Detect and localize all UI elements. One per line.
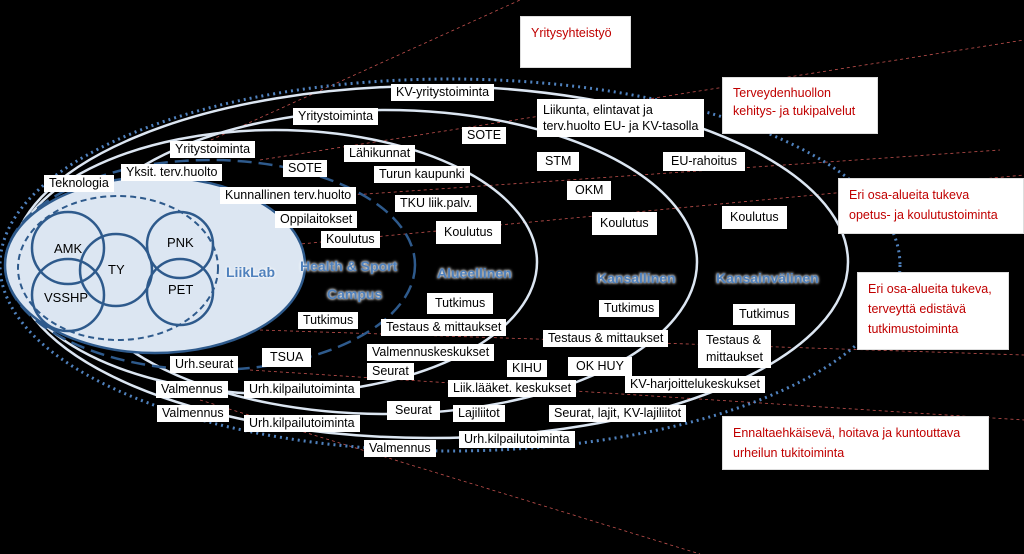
box-urh-kilp-2: Urh.kilpailutoiminta [244, 415, 360, 432]
box-yritystoiminta-2: Yritystoiminta [170, 141, 256, 158]
box-seurat-national: Seurat [387, 401, 440, 420]
label-campus-line2: Campus [327, 286, 383, 302]
box-ok-huy: OK HUY [568, 357, 632, 376]
box-testaus-regional: Testaus & mittaukset [381, 319, 507, 336]
box-kv-harjoittelu: KV-harjoittelukeskukset [625, 376, 765, 393]
guide-line [199, 0, 521, 146]
label-international: Kansainvälinen [716, 270, 819, 286]
box-lailiitot: Lajiliitot [453, 405, 505, 422]
callout-opetus-line2: opetus- ja koulutustoiminta [849, 208, 998, 222]
box-turun-kaupunki: Turun kaupunki [374, 166, 470, 183]
box-liikunta-line1: Liikunta, elintavat ja [543, 103, 653, 117]
box-tutkimus-national: Tutkimus [599, 300, 660, 317]
callout-tutkimus: Eri osa-alueita tukeva, terveyttä edistä… [857, 272, 1009, 350]
box-kunnallinen: Kunnallinen terv.huolto [220, 187, 357, 204]
box-valmennus-2: Valmennus [157, 405, 229, 422]
label-vsshp: VSSHP [44, 290, 89, 305]
label-regional: Alueellinen [437, 265, 512, 281]
box-sote-2: SOTE [283, 160, 328, 177]
circle-ty [78, 232, 154, 308]
circle-pet [145, 257, 215, 327]
callout-urheilu-line2: urheilun tukitoiminta [733, 446, 845, 460]
box-tku-liik: TKU liik.palv. [395, 195, 478, 212]
label-ty: TY [108, 262, 125, 277]
box-koulutus-regional: Koulutus [436, 221, 501, 244]
callout-tutkimus-line2: terveyttä edistävä [868, 302, 966, 316]
box-sote-1: SOTE [462, 127, 507, 144]
box-liikunta-line2: terv.huolto EU- ja KV-tasolla [543, 119, 699, 133]
box-testaus-international: Testaus & mittaukset [698, 330, 771, 368]
callout-tutkimus-line1: Eri osa-alueita tukeva, [868, 282, 992, 296]
label-pet: PET [168, 282, 194, 297]
label-national: Kansallinen [597, 270, 676, 286]
label-pnk: PNK [167, 235, 194, 250]
box-urh-kilp-1: Urh.kilpailutoiminta [244, 381, 360, 398]
label-amk: AMK [54, 241, 83, 256]
callout-urheilu-line1: Ennaltaehkäisevä, hoitava ja kuntouttava [733, 426, 961, 440]
circle-vsshp [30, 257, 106, 333]
callout-tutkimus-line3: tutkimustoiminta [868, 322, 959, 336]
label-campus-line1: Health & Sport [300, 258, 398, 274]
box-urh-kilp-3: Urh.kilpailutoiminta [459, 431, 575, 448]
box-urh-seurat: Urh.seurat [170, 356, 239, 373]
box-valmennuskeskukset: Valmennuskeskukset [367, 344, 495, 361]
box-tutkimus-international: Tutkimus [733, 304, 796, 325]
box-koulutus-campus: Koulutus [321, 231, 380, 248]
box-oppilaitokset: Oppilaitokset [275, 211, 358, 228]
box-tutkimus-campus: Tutkimus [298, 312, 359, 329]
box-liikunta: Liikunta, elintavat ja terv.huolto EU- j… [537, 99, 705, 137]
box-eu-rahoitus: EU-rahoitus [663, 152, 745, 171]
box-seurat-laji: Seurat, lajit, KV-lajiliitot [549, 405, 687, 422]
callout-urheilu: Ennaltaehkäisevä, hoitava ja kuntouttava… [722, 416, 989, 470]
callout-opetus: Eri osa-alueita tukeva opetus- ja koulut… [838, 178, 1024, 234]
callout-terveydenhuolto: Terveydenhuollon kehitys- ja tukipalvelu… [722, 77, 878, 134]
box-koulutus-international: Koulutus [722, 206, 787, 229]
box-kv-yritystoiminta: KV-yritystoiminta [391, 84, 495, 101]
box-testaus-international-line1: Testaus & [706, 333, 761, 347]
label-liiklab: LiikLab [226, 264, 276, 280]
box-tsua: TSUA [262, 348, 312, 367]
callout-terveydenhuolto-line1: Terveydenhuollon [733, 86, 831, 100]
box-koulutus-national: Koulutus [592, 212, 657, 235]
box-yksit-terv: Yksit. terv.huolto [121, 164, 223, 181]
box-testaus-national: Testaus & mittaukset [543, 330, 669, 347]
box-tutkimus-regional: Tutkimus [427, 293, 494, 314]
callout-terveydenhuolto-line2: kehitys- ja tukipalvelut [733, 104, 856, 118]
box-yritystoiminta-1: Yritystoiminta [293, 108, 379, 125]
box-teknologia: Teknologia [44, 175, 114, 192]
box-lahikunnat: Lähikunnat [344, 145, 416, 162]
callout-yritysyhteistyo: Yritysyhteistyö [520, 16, 631, 68]
box-stm: STM [537, 152, 580, 171]
campus-dashed-ellipse [3, 158, 417, 372]
callout-opetus-line1: Eri osa-alueita tukeva [849, 188, 970, 202]
circle-pnk [145, 210, 215, 280]
box-valmennus-3: Valmennus [364, 440, 436, 457]
box-testaus-international-line2: mittaukset [706, 350, 763, 364]
box-okm: OKM [567, 181, 612, 200]
outer-dotted-ellipse [0, 77, 902, 453]
box-liik-laak: Liik.lääket. keskukset [448, 380, 577, 397]
box-valmennus-1: Valmennus [156, 381, 228, 398]
box-kihu: KIHU [507, 360, 547, 377]
core-dashed-circle [17, 195, 219, 341]
box-seurat-regional: Seurat [367, 363, 414, 380]
circle-amk [30, 210, 106, 286]
